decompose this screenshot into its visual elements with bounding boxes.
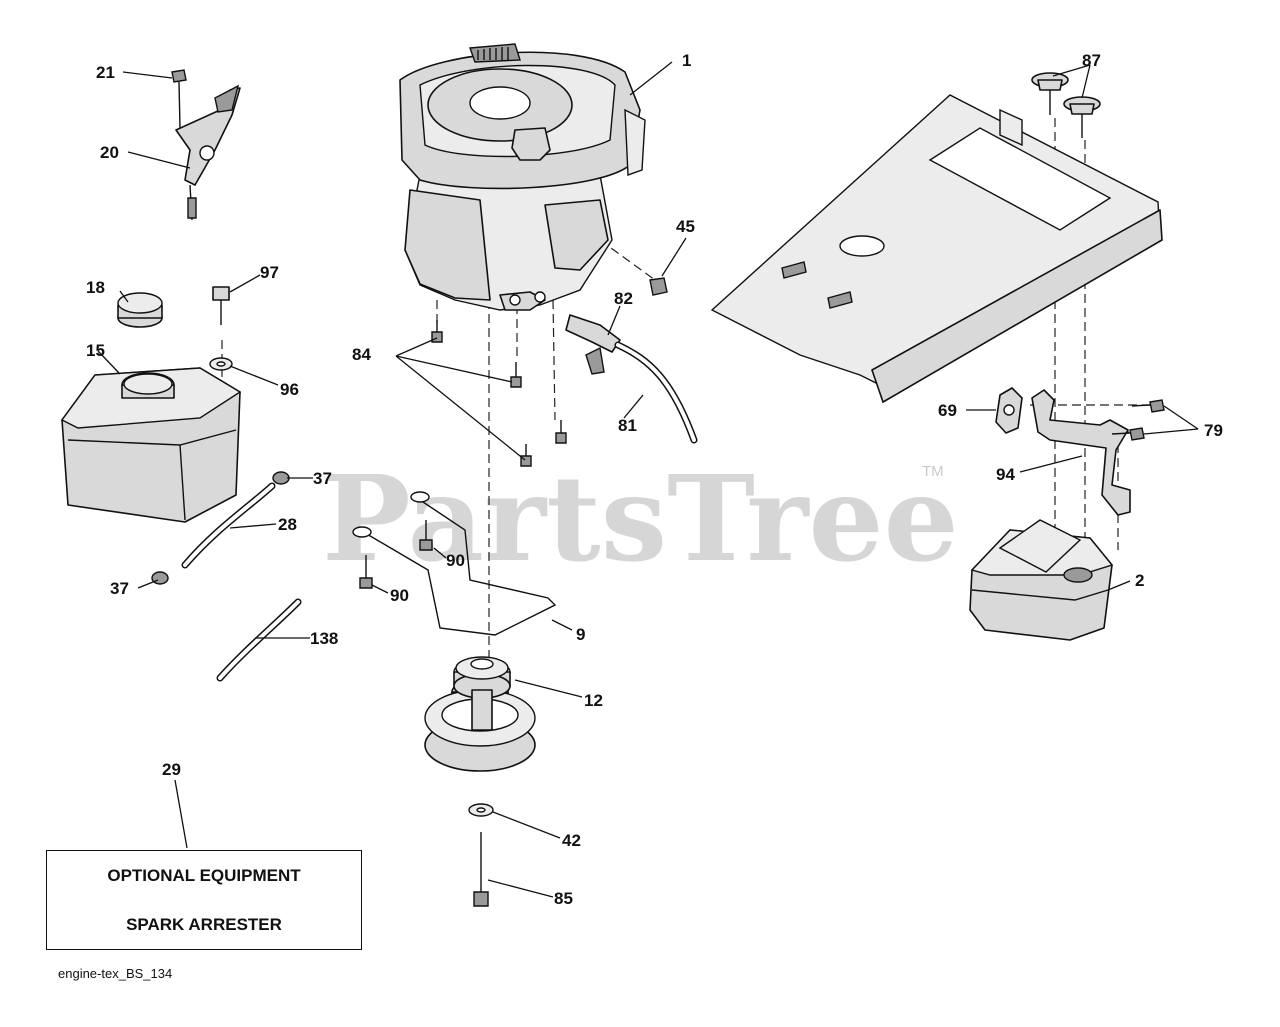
engine-mounting-plate bbox=[710, 94, 1163, 404]
callout-87: 87 bbox=[1082, 51, 1101, 70]
callout-84: 84 bbox=[352, 345, 371, 364]
bolt-90-upper bbox=[419, 520, 433, 551]
callout-15: 15 bbox=[86, 341, 105, 360]
clamp-37-upper bbox=[272, 471, 290, 485]
bolt-97 bbox=[212, 286, 230, 325]
fuel-line-28 bbox=[181, 482, 276, 569]
callout-37-upper: 37 bbox=[313, 469, 332, 488]
bolt-85 bbox=[473, 832, 489, 907]
nut-45 bbox=[649, 277, 668, 296]
callout-1: 1 bbox=[682, 51, 691, 70]
callout-94: 94 bbox=[996, 465, 1015, 484]
fuel-cap bbox=[117, 292, 163, 328]
bolts-87 bbox=[1031, 72, 1101, 138]
spark-arrester-label: SPARK ARRESTER bbox=[126, 914, 282, 934]
callout-82: 82 bbox=[614, 289, 633, 308]
callout-9: 9 bbox=[576, 625, 585, 644]
fuel-filter-82 bbox=[565, 314, 621, 375]
callout-12: 12 bbox=[584, 691, 603, 710]
gasket-69 bbox=[995, 387, 1023, 434]
callout-90-lower: 90 bbox=[390, 586, 409, 605]
optional-equipment-box: OPTIONAL EQUIPMENT SPARK ARRESTER bbox=[46, 850, 362, 950]
leader-lines bbox=[97, 61, 1199, 898]
washer-42 bbox=[468, 803, 494, 817]
fuel-hose-138 bbox=[216, 598, 302, 682]
watermark-text: PartsTree bbox=[322, 449, 959, 588]
bolt-90-lower bbox=[359, 555, 373, 589]
callout-37-lower: 37 bbox=[110, 579, 129, 598]
muffler-2 bbox=[969, 519, 1114, 641]
pulley-12 bbox=[424, 656, 536, 772]
callout-labels: 1 2 9 12 15 18 20 21 28 29 37 37 42 45 6… bbox=[86, 51, 1223, 908]
bolts-84 bbox=[431, 320, 567, 467]
callout-21: 21 bbox=[96, 63, 115, 82]
callout-79: 79 bbox=[1204, 421, 1223, 440]
callout-97: 97 bbox=[260, 263, 279, 282]
fuel-line-81 bbox=[614, 341, 698, 444]
callout-29: 29 bbox=[162, 760, 181, 779]
fuel-tank bbox=[60, 367, 242, 523]
callout-18: 18 bbox=[86, 278, 105, 297]
engine-assembly bbox=[399, 43, 646, 311]
throttle-control bbox=[171, 69, 241, 221]
callout-81: 81 bbox=[618, 416, 637, 435]
callout-28: 28 bbox=[278, 515, 297, 534]
callout-69: 69 bbox=[938, 401, 957, 420]
callout-90-upper: 90 bbox=[446, 551, 465, 570]
bolts-79 bbox=[1111, 399, 1165, 441]
callout-2: 2 bbox=[1135, 571, 1144, 590]
callout-85: 85 bbox=[554, 889, 573, 908]
watermark-trademark: TM bbox=[922, 463, 944, 480]
callout-20: 20 bbox=[100, 143, 119, 162]
callout-45: 45 bbox=[676, 217, 695, 236]
callout-96: 96 bbox=[280, 380, 299, 399]
callout-138: 138 bbox=[310, 629, 338, 648]
washer-96 bbox=[209, 357, 233, 371]
diagram-reference: engine-tex_BS_134 bbox=[58, 966, 173, 981]
optional-equipment-label: OPTIONAL EQUIPMENT bbox=[107, 865, 301, 885]
rod-9 bbox=[352, 491, 557, 636]
callout-42: 42 bbox=[562, 831, 581, 850]
clamp-37-lower bbox=[151, 571, 169, 585]
exhaust-pipe-94 bbox=[1031, 389, 1131, 516]
